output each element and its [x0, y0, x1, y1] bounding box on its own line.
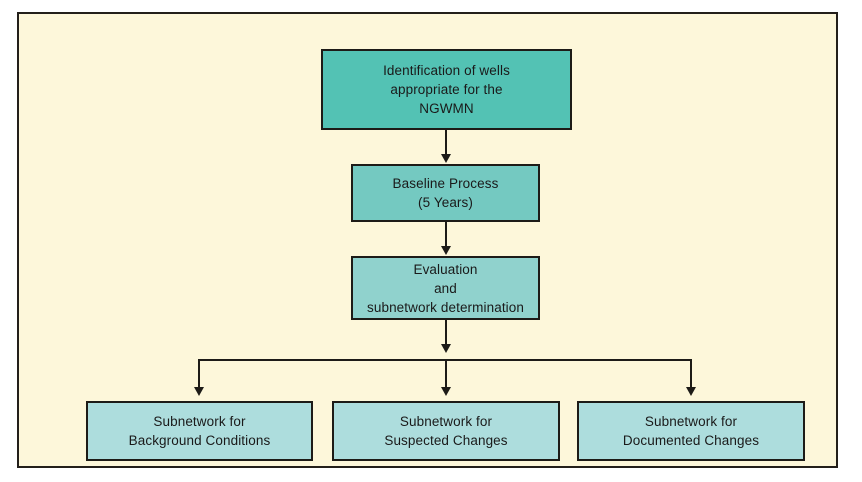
connector-split-to-sub-background — [198, 359, 200, 389]
connector-identification-to-baseline — [445, 130, 447, 156]
node-subnetwork-documented-changes: Subnetwork for Documented Changes — [577, 401, 805, 461]
arrowhead-split-to-sub-background — [194, 387, 204, 396]
figure-frame: Identification of wells appropriate for … — [17, 12, 838, 468]
arrowhead-identification-to-baseline — [441, 154, 451, 163]
node-baseline-process: Baseline Process (5 Years) — [351, 164, 540, 222]
arrowhead-evaluation-to-split — [441, 344, 451, 353]
arrowhead-split-to-sub-documented — [686, 387, 696, 396]
connector-split-to-sub-suspected — [445, 359, 447, 389]
connector-evaluation-to-split — [445, 320, 447, 346]
connector-split-to-sub-documented — [690, 359, 692, 389]
node-evaluation-and-subnetwork-determination: Evaluation and subnetwork determination — [351, 256, 540, 320]
arrowhead-split-to-sub-suspected — [441, 387, 451, 396]
connector-baseline-to-evaluation — [445, 222, 447, 248]
node-identification-of-wells: Identification of wells appropriate for … — [321, 49, 572, 130]
arrowhead-baseline-to-evaluation — [441, 246, 451, 255]
node-subnetwork-background-conditions: Subnetwork for Background Conditions — [86, 401, 313, 461]
node-subnetwork-suspected-changes: Subnetwork for Suspected Changes — [332, 401, 560, 461]
